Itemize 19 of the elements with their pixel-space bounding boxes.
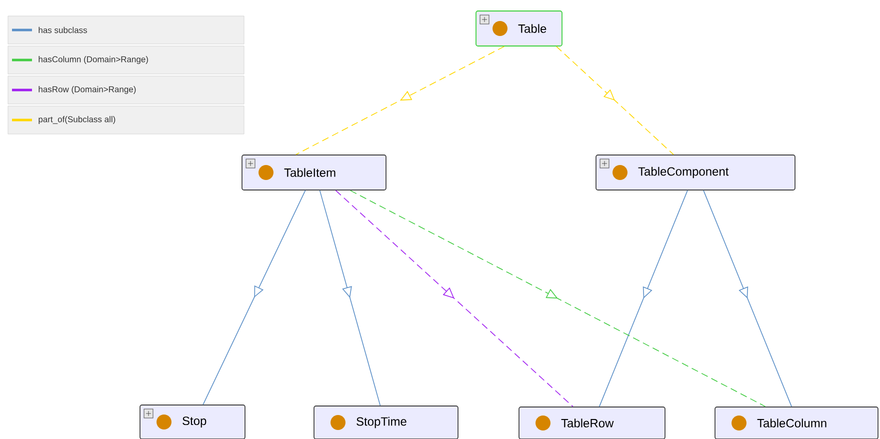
arrow bbox=[598, 190, 688, 407]
arrow bbox=[202, 190, 306, 405]
legend-text: hasColumn (Domain>Range) bbox=[38, 56, 148, 64]
class-box: StopTime bbox=[314, 406, 458, 439]
class-box: TableRow bbox=[518, 406, 666, 439]
class-box: Stop bbox=[140, 404, 246, 439]
arrow bbox=[296, 46, 505, 155]
class-box: Table bbox=[476, 10, 562, 46]
arrow bbox=[350, 190, 766, 407]
legend-text: has subclass bbox=[38, 26, 87, 34]
class-box: TableComponent bbox=[596, 154, 796, 190]
class-box: TableItem bbox=[242, 154, 386, 190]
legend-text: part_of(Subclass all) bbox=[38, 116, 116, 124]
legend-text: hasRow (Domain>Range) bbox=[38, 86, 136, 94]
arrow bbox=[319, 190, 381, 406]
arrow bbox=[335, 190, 574, 407]
class-box: TableColumn bbox=[714, 406, 878, 439]
arrow bbox=[556, 46, 674, 155]
arrow bbox=[703, 190, 792, 407]
